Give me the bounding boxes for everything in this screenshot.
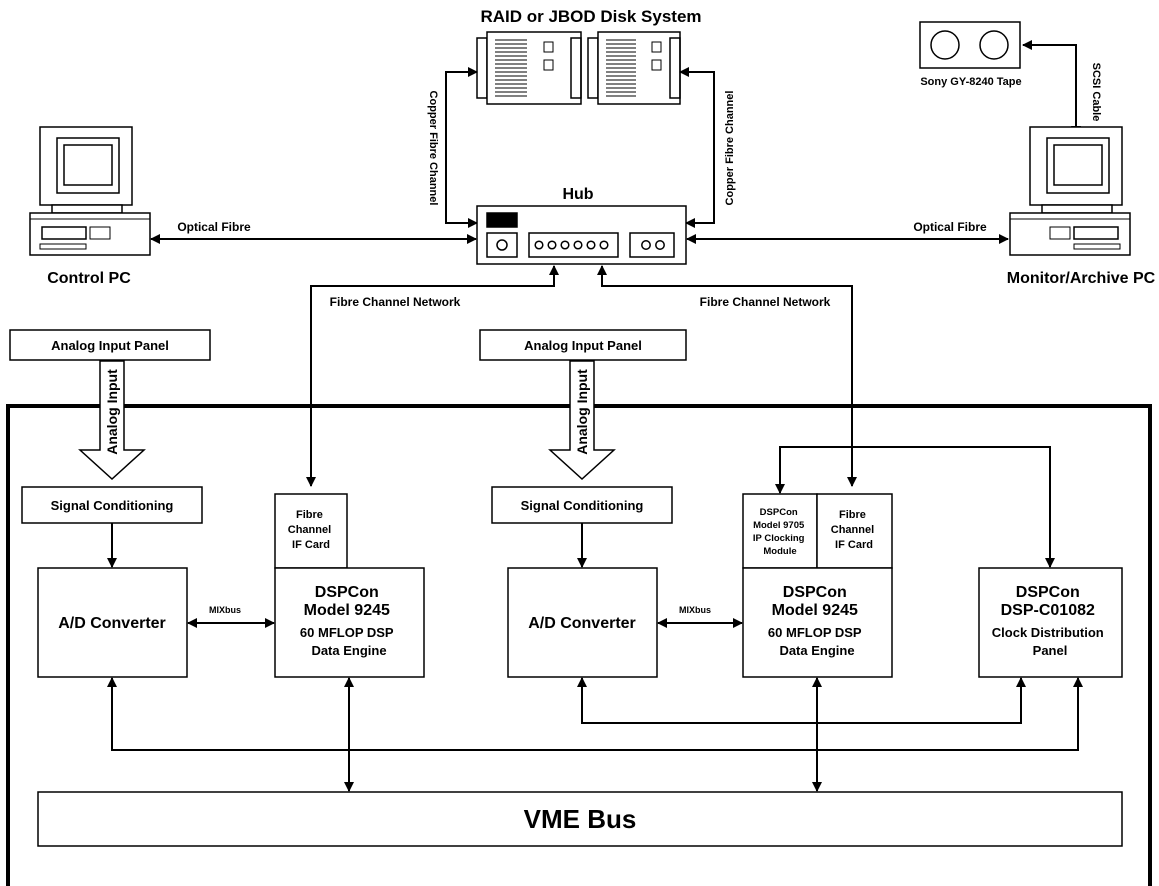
fc-network-label-right: Fibre Channel Network: [700, 295, 831, 309]
clock-distribution-link: [775, 446, 1055, 568]
clock-line-inner: [577, 677, 1026, 724]
vme-bus: [37, 791, 1123, 847]
hub: [476, 205, 687, 265]
disk-unit-right: [587, 31, 681, 105]
clock-line-outer: [107, 677, 1083, 751]
signal-conditioning-label-right: Signal Conditioning: [521, 498, 644, 513]
tape-label: Sony GY-8240 Tape: [920, 76, 1021, 88]
vme-bus-label: VME Bus: [524, 804, 637, 834]
monitor-pc-label: Monitor/Archive PC: [1007, 270, 1156, 287]
dsp-engine-right: [742, 567, 893, 678]
clock-distribution-panel: [978, 567, 1123, 678]
analog-input-panel-left: [9, 329, 211, 361]
scsi-label: SCSI Cable: [1090, 63, 1102, 122]
ad-converter-left: [37, 567, 188, 678]
ad-converter-right: [507, 567, 658, 678]
disk-unit-left: [476, 31, 582, 105]
fc-network-link-right: [597, 265, 857, 487]
mixbus-label-right: MIXbus: [679, 605, 711, 615]
hub-label: Hub: [562, 186, 593, 203]
analog-input-panel-right: [479, 329, 687, 361]
copper-label-right: Copper Fibre Channel: [724, 91, 736, 206]
analog-input-arrow-left: [78, 360, 146, 481]
analog-panel-label-left: Analog Input Panel: [51, 338, 169, 353]
disk-system-title: RAID or JBOD Disk System: [480, 7, 701, 26]
tape-drive: [919, 21, 1021, 69]
analog-panel-label-right: Analog Input Panel: [524, 338, 642, 353]
signal-conditioning-left: [21, 486, 203, 524]
signal-conditioning-label-left: Signal Conditioning: [51, 498, 174, 513]
analog-input-label-left: Analog Input: [104, 369, 120, 455]
analog-input-label-right: Analog Input: [574, 369, 590, 455]
clock-distribution-label: DSPCon DSP-C01082 Clock Distribution Pan…: [992, 584, 1108, 658]
fc-if-card-label-left: Fibre Channel IF Card: [288, 509, 334, 551]
ad-converter-label-right: A/D Converter: [528, 615, 636, 632]
computer-icon: [1009, 126, 1131, 256]
signal-conditioning-right: [491, 486, 673, 524]
ad-converter-label-left: A/D Converter: [58, 615, 166, 632]
fc-network-label-left: Fibre Channel Network: [330, 295, 461, 309]
scsi-cable: [1022, 40, 1081, 136]
mixbus-label-left: MIXbus: [209, 605, 241, 615]
optical-label-left: Optical Fibre: [177, 220, 251, 234]
analog-input-arrow-right: [548, 360, 616, 481]
control-pc-label: Control PC: [47, 270, 131, 287]
copper-link-left: [445, 67, 478, 228]
dsp-engine-label-right: DSPCon Model 9245 60 MFLOP DSP Data Engi…: [768, 584, 866, 658]
copper-link-right: [679, 67, 715, 228]
copper-label-left: Copper Fibre Channel: [427, 91, 439, 206]
fc-network-link-left: [306, 265, 559, 487]
optical-label-right: Optical Fibre: [913, 220, 987, 234]
dsp-engine-label-left: DSPCon Model 9245 60 MFLOP DSP Data Engi…: [300, 584, 398, 658]
computer-icon: [29, 126, 151, 256]
